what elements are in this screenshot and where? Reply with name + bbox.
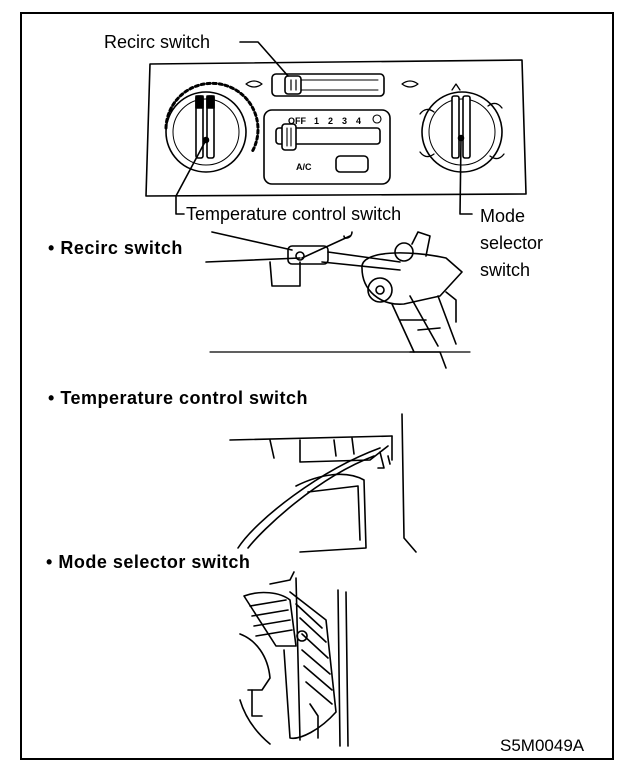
recirc-icon <box>401 80 419 88</box>
fan-scale-labels: OFF 1 2 3 4 A/C <box>288 116 361 172</box>
temperature-switch-detail <box>229 413 417 553</box>
mode-knob <box>419 83 505 173</box>
bilevel-icon <box>487 102 503 109</box>
ac-label: A/C <box>296 162 312 172</box>
section-title: Temperature control switch <box>60 388 309 408</box>
fresh-air-icon <box>245 80 263 88</box>
fan-scale-1: 1 <box>314 116 319 126</box>
recirc-lever <box>284 75 302 95</box>
mode-selector-label-line3: switch <box>480 260 531 280</box>
section-heading-temperature: • Temperature control switch <box>48 388 308 409</box>
leader-lines <box>175 41 473 215</box>
figure-frame <box>20 12 614 760</box>
figure-code: S5M0049A <box>500 736 585 755</box>
temperature-knob <box>164 81 260 173</box>
mode-selector-label-line1: Mode <box>480 206 526 226</box>
vent-icon <box>419 108 435 115</box>
fan-scale-3: 3 <box>342 116 347 126</box>
mode-selector-label-line2: selector <box>480 233 544 253</box>
defrost-icon <box>372 114 382 124</box>
ac-button <box>335 155 369 173</box>
recirc-switch-label: Recirc switch <box>104 32 211 52</box>
section-heading-mode: • Mode selector switch <box>46 552 250 573</box>
temperature-control-switch-label: Temperature control switch <box>186 204 402 224</box>
bullet: • <box>48 388 55 408</box>
section-title: Recirc switch <box>60 238 183 258</box>
recirc-switch-detail <box>205 231 471 369</box>
fan-speed-panel <box>263 109 391 185</box>
control-panel <box>145 59 527 197</box>
foot-icon <box>419 151 435 158</box>
fan-scale-4: 4 <box>356 116 361 126</box>
defrost-foot-icon <box>489 153 505 160</box>
bullet: • <box>46 552 53 572</box>
fan-scale-off: OFF <box>288 116 306 126</box>
section-title: Mode selector switch <box>58 552 251 572</box>
bullet: • <box>48 238 55 258</box>
section-heading-recirc: • Recirc switch <box>48 238 183 259</box>
fan-scale-2: 2 <box>328 116 333 126</box>
mode-switch-detail <box>239 571 349 747</box>
